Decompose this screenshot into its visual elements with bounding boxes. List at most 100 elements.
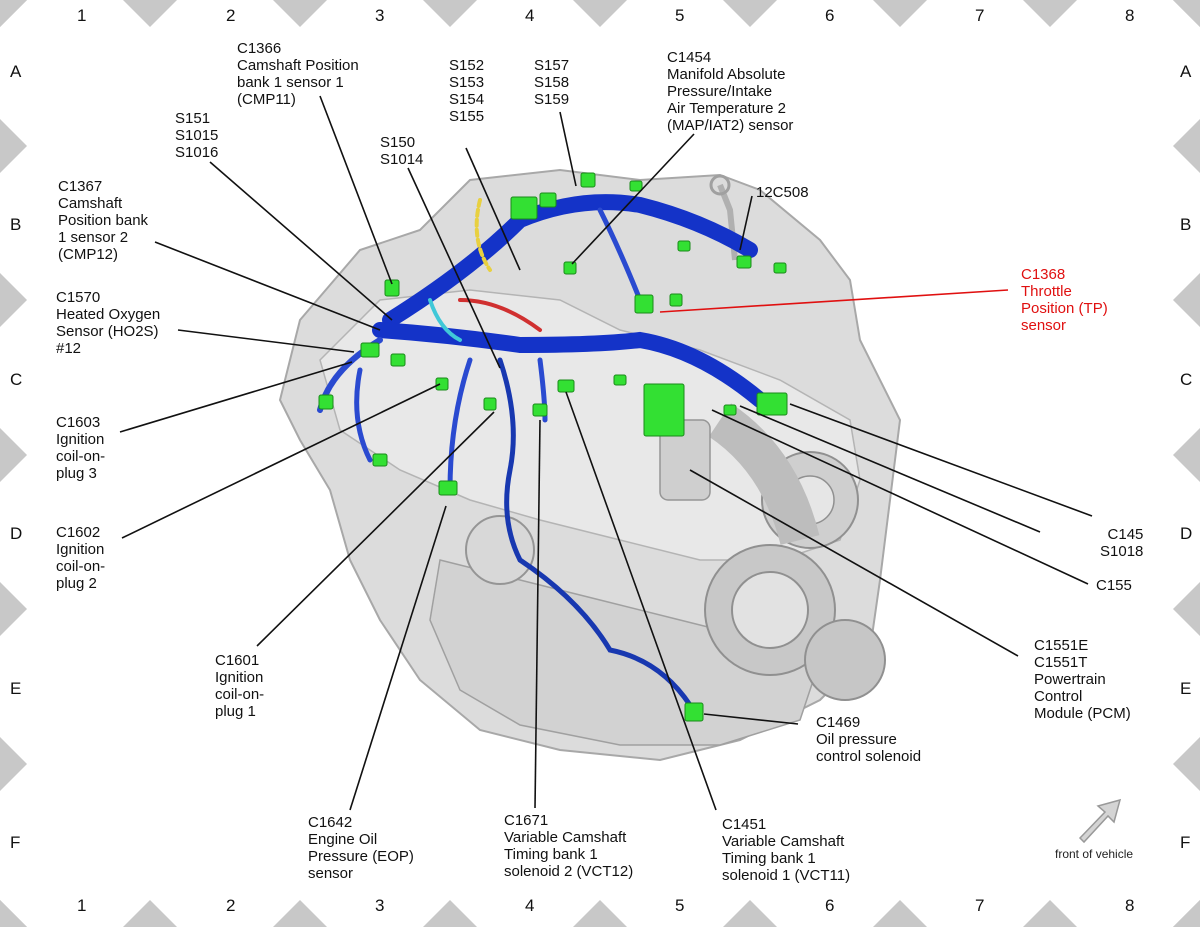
leader-line — [349, 505, 447, 811]
front-of-vehicle-label: front of vehicle — [1055, 847, 1134, 861]
connector — [677, 240, 691, 252]
label-c1368: C1368 Throttle Position (TP) sensor — [1021, 266, 1108, 334]
border-triangle — [1023, 0, 1077, 27]
border-triangle — [123, 900, 177, 927]
border-triangle — [423, 900, 477, 927]
label-s152: S152 S153 S154 S155 — [449, 57, 485, 125]
connector — [629, 180, 643, 192]
connector — [634, 294, 654, 314]
connector — [613, 374, 627, 386]
connector — [372, 453, 388, 467]
grid-row-label: C — [1180, 370, 1193, 389]
border-triangle — [1023, 900, 1077, 927]
border-triangle — [1173, 900, 1200, 927]
grid-row-label: E — [1180, 679, 1192, 698]
grid-column-label: 8 — [1125, 6, 1135, 25]
connector — [483, 397, 497, 411]
connector — [736, 255, 752, 269]
leader-line — [689, 469, 1019, 657]
connector — [360, 342, 380, 358]
label-s157: S157 S158 S159 — [534, 57, 570, 108]
grid-row-label: A — [1180, 62, 1192, 81]
connector — [557, 379, 575, 393]
border-triangle — [1173, 273, 1200, 327]
connector — [318, 394, 334, 410]
leader-line — [209, 161, 393, 321]
connector — [390, 353, 406, 367]
border-triangle — [0, 582, 27, 636]
connector — [532, 403, 548, 417]
grid-column-label: 3 — [375, 6, 385, 25]
border-triangle — [0, 428, 27, 482]
front-of-vehicle-arrow-icon — [1078, 798, 1122, 844]
label-12c508: 12C508 — [756, 184, 809, 201]
border-triangle — [723, 0, 777, 27]
grid-column-label: 4 — [525, 896, 535, 915]
leader-line — [119, 361, 353, 433]
label-s150: S150 S1014 — [380, 134, 424, 168]
label-c155: C155 — [1096, 577, 1132, 594]
leader-line — [319, 95, 393, 285]
label-c1551: C1551E C1551T Powertrain Control Module … — [1034, 637, 1131, 722]
label-s151: S151 S1015 S1016 — [175, 110, 219, 161]
grid-row-label: A — [10, 62, 22, 81]
border-triangle — [273, 0, 327, 27]
grid-row-label: D — [10, 524, 23, 543]
border-triangle — [0, 900, 27, 927]
grid-row-label: E — [10, 679, 22, 698]
connector — [435, 377, 449, 391]
border-triangle — [1173, 0, 1200, 27]
grid-column-label: 6 — [825, 896, 835, 915]
leader-line — [703, 713, 799, 725]
grid-row-label: D — [1180, 524, 1193, 543]
connector — [643, 383, 685, 437]
connector — [773, 262, 787, 274]
grid-column-label: 3 — [375, 896, 385, 915]
grid-column-label: 5 — [675, 6, 685, 25]
leader-line — [559, 111, 577, 187]
label-c1469: C1469 Oil pressure control solenoid — [816, 714, 922, 765]
border-triangle — [123, 0, 177, 27]
leader-line — [407, 167, 501, 369]
border-triangle — [1173, 582, 1200, 636]
leader-line — [659, 289, 1009, 313]
border-triangle — [573, 0, 627, 27]
border-triangle — [273, 900, 327, 927]
connector — [539, 192, 557, 208]
leader-line — [711, 409, 1089, 585]
leader-line — [534, 419, 541, 809]
connector — [384, 279, 400, 297]
connector — [669, 293, 683, 307]
grid-row-label: F — [10, 833, 21, 852]
label-c1671: C1671 Variable Camshaft Timing bank 1 so… — [504, 812, 634, 880]
connector — [756, 392, 788, 416]
border-triangle — [573, 900, 627, 927]
leader-line — [465, 147, 521, 271]
grid-column-label: 4 — [525, 6, 535, 25]
border-triangle — [1173, 119, 1200, 173]
leader-lines — [119, 95, 1093, 811]
border-triangle — [0, 737, 27, 791]
leader-line — [154, 241, 381, 331]
leader-line — [571, 133, 695, 265]
grid-row-label: F — [1180, 833, 1191, 852]
connector — [723, 404, 737, 416]
leader-line — [177, 329, 355, 353]
leader-line — [739, 195, 753, 251]
grid-row-label: B — [1180, 215, 1192, 234]
grid-column-label: 6 — [825, 6, 835, 25]
label-c1451: C1451 Variable Camshaft Timing bank 1 so… — [722, 816, 851, 884]
connector — [438, 480, 458, 496]
label-c145: C145 S1018 — [1100, 526, 1144, 560]
label-c1454: C1454 Manifold Absolute Pressure/Intake … — [667, 49, 794, 134]
grid-column-label: 1 — [77, 896, 87, 915]
grid-column-label: 2 — [226, 6, 236, 25]
border-triangle — [0, 119, 27, 173]
label-c1601: C1601 Ignition coil-on- plug 1 — [215, 652, 265, 720]
grid-column-label: 8 — [1125, 896, 1135, 915]
border-triangle — [873, 900, 927, 927]
border-triangle — [0, 0, 27, 27]
border-triangle — [1173, 428, 1200, 482]
